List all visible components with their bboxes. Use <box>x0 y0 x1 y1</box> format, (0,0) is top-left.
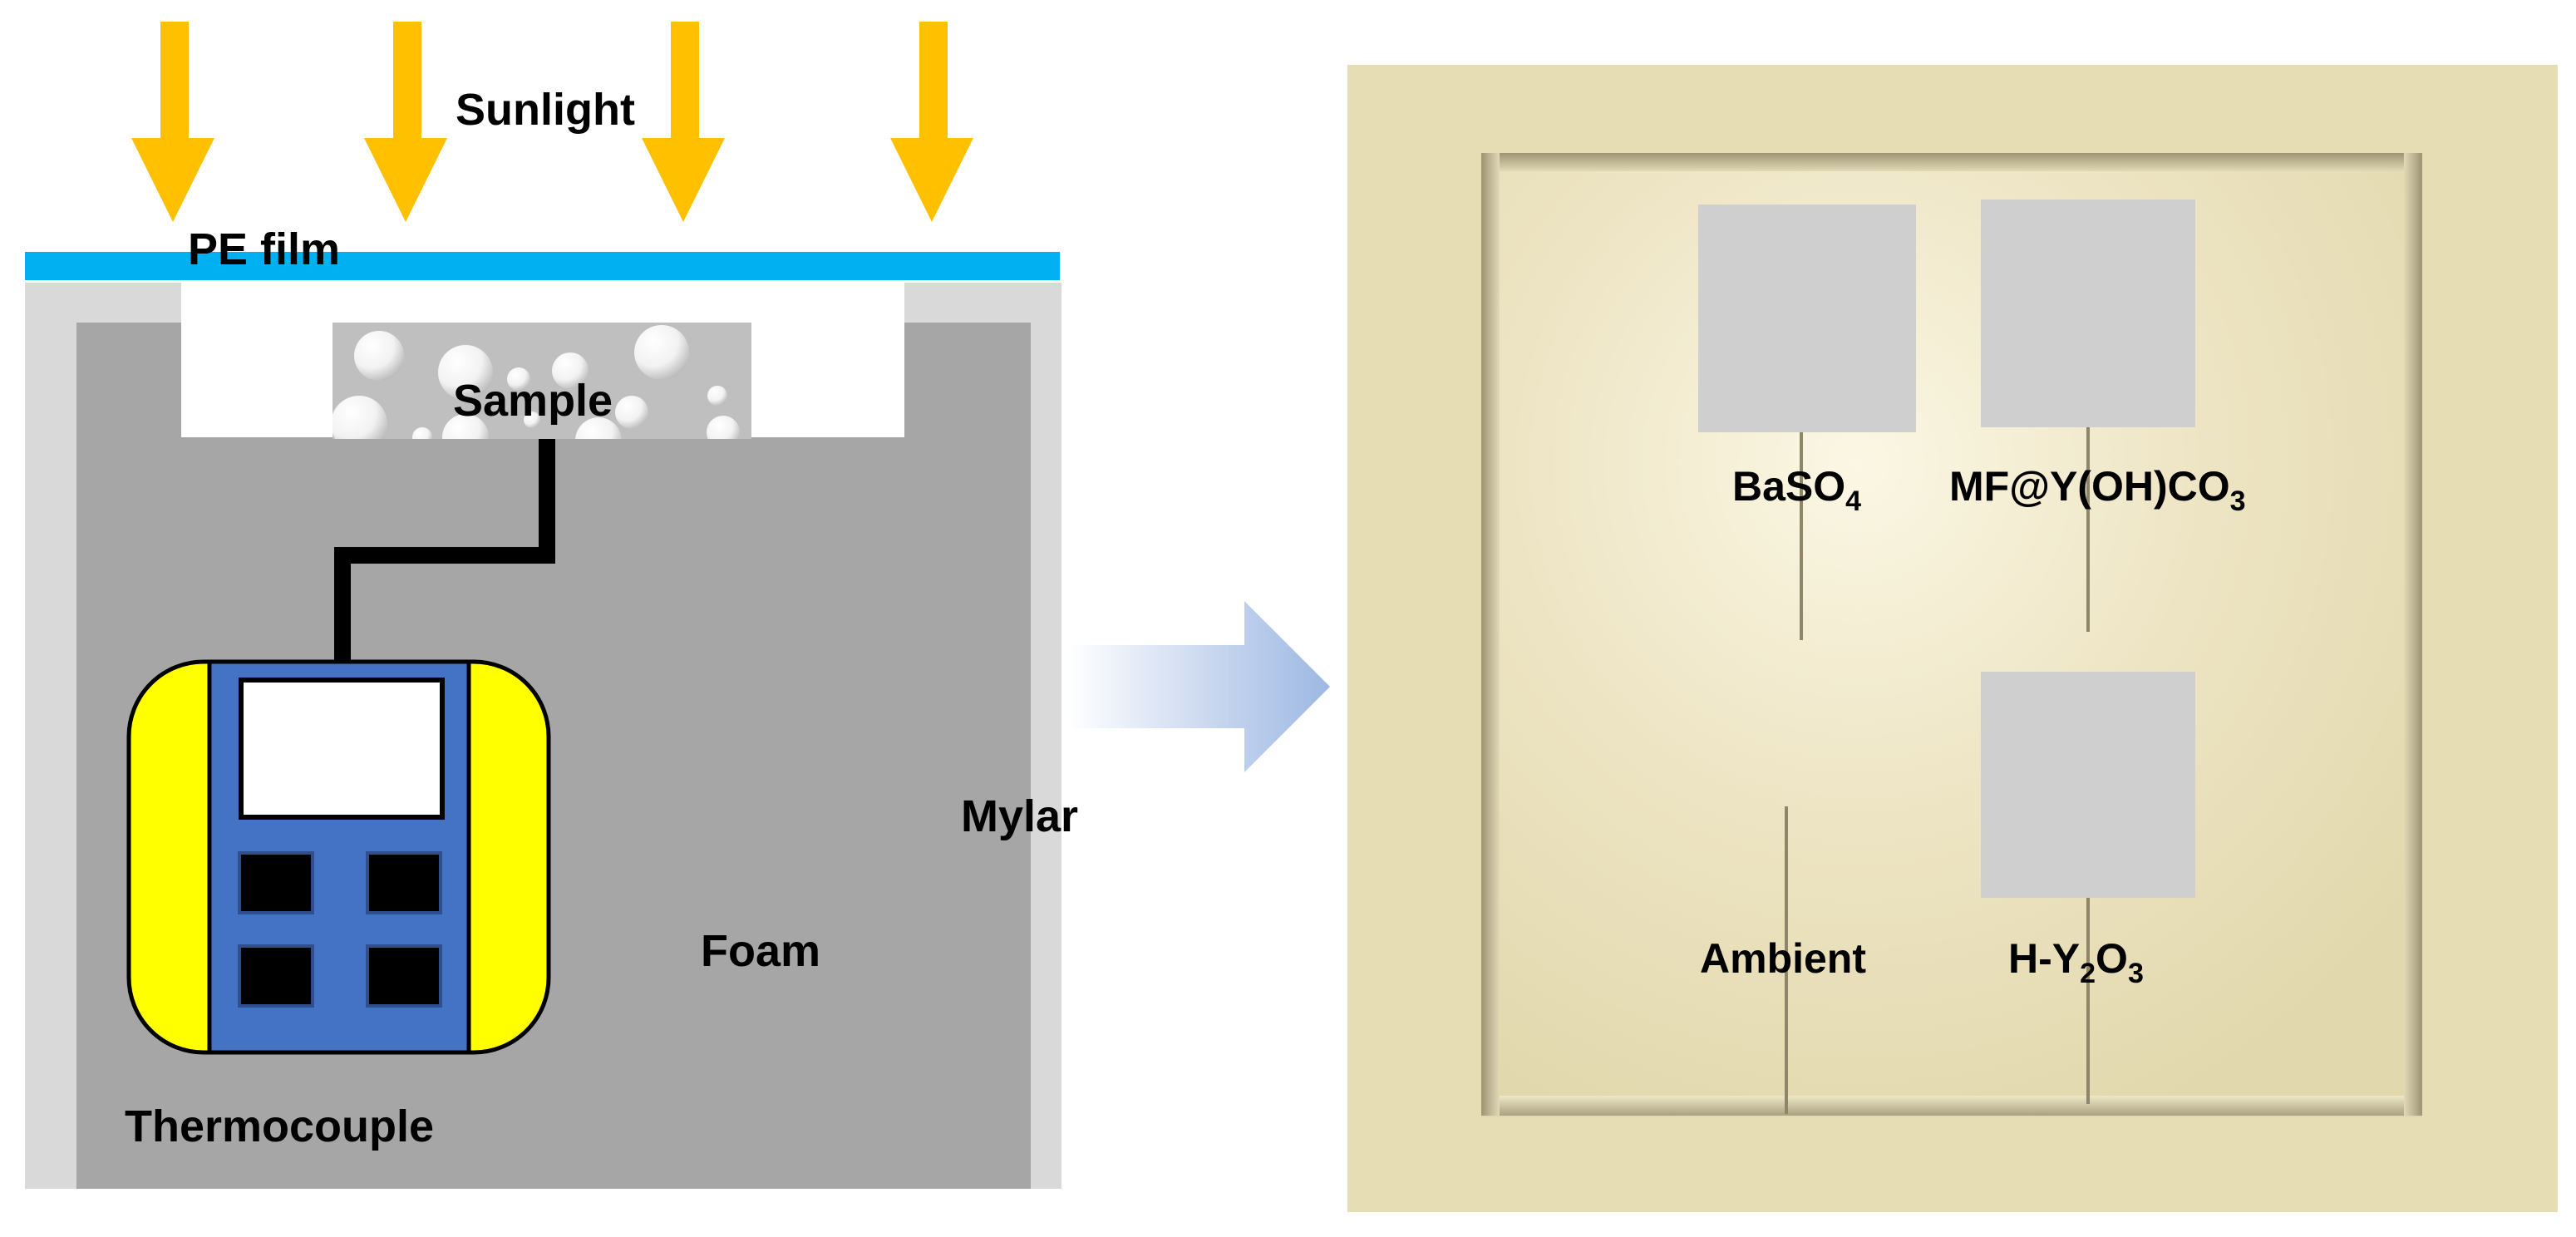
sunlight-arrow <box>890 22 973 222</box>
sunlight-arrow <box>642 22 725 222</box>
setup-diagram: Sunlight PE film Sample Mylar Foam Therm… <box>25 22 1078 1189</box>
process-arrow <box>1068 601 1330 772</box>
sunlight-arrows <box>131 22 973 222</box>
device-key <box>238 851 314 914</box>
thermocouple-label: Thermocouple <box>125 1101 434 1151</box>
device-key <box>366 944 442 1008</box>
thermocouple-wire <box>334 439 555 672</box>
foam-label: Foam <box>701 926 820 976</box>
h-y2o3-label: H-Y2O3 <box>2008 935 2144 989</box>
tray-frame-top <box>1481 153 2422 171</box>
device-display <box>239 678 445 820</box>
device-key <box>238 944 314 1008</box>
baso4-label: BaSO4 <box>1732 463 1861 517</box>
h-y2o3-sample <box>1981 672 2195 898</box>
sample-block <box>332 323 751 439</box>
mf-yohco3-sample <box>1981 200 2195 427</box>
tray-frame-right <box>2404 153 2422 1116</box>
thermocouple-device <box>126 659 551 1055</box>
tray-frame-bottom <box>1481 1096 2422 1116</box>
pe-film <box>25 252 1060 280</box>
tray-interior <box>1481 156 2422 1117</box>
mylar-label: Mylar <box>961 791 1078 841</box>
sunlight-label: Sunlight <box>456 85 635 135</box>
tray-frame-left <box>1481 153 1500 1116</box>
baso4-sample <box>1698 205 1916 432</box>
ambient-label: Ambient <box>1700 935 1866 982</box>
sunlight-arrow <box>131 22 214 222</box>
sunlight-arrow <box>364 22 447 222</box>
device-key <box>366 851 442 914</box>
samples-photo: BaSO4 MF@Y(OH)CO3 Ambient H-Y2O3 <box>1347 65 2558 1212</box>
mf-yohco3-label: MF@Y(OH)CO3 <box>1949 463 2246 517</box>
sample-label: Sample <box>453 376 613 426</box>
pe-film-label: PE film <box>188 224 340 274</box>
